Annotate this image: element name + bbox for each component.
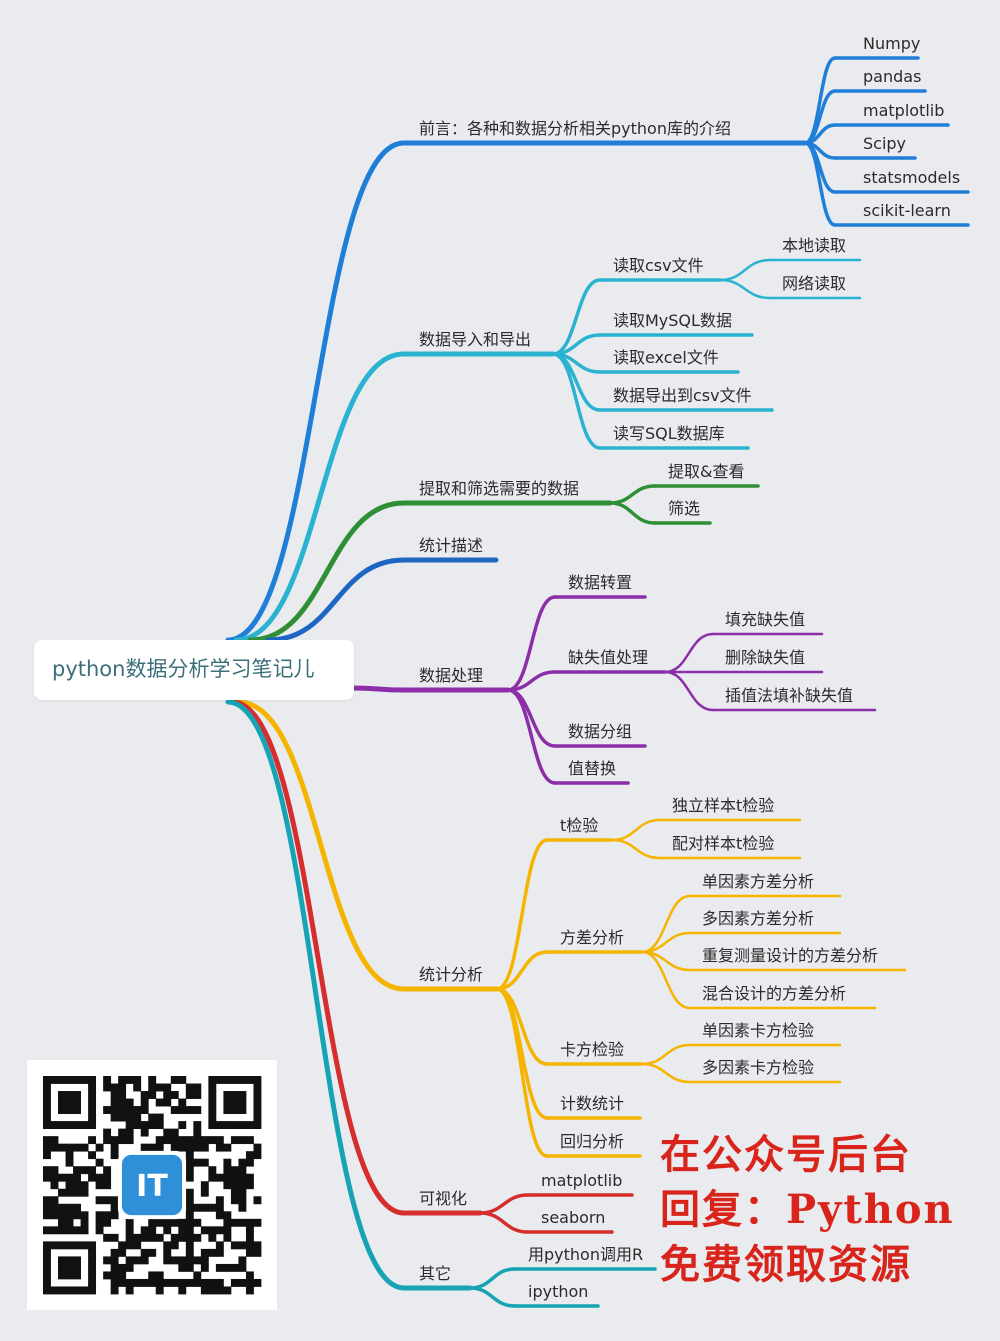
root-node[interactable] xyxy=(34,640,354,700)
promo-line-1: 在公众号后台 xyxy=(660,1131,912,1178)
connector-line xyxy=(640,1043,692,1066)
connector-line xyxy=(265,557,407,643)
node-stats_analysis-1[interactable]: 方差分析 xyxy=(560,928,624,947)
branch-import[interactable]: 数据导入和导出 xyxy=(419,330,531,349)
node-import-1[interactable]: 读取MySQL数据 xyxy=(613,311,732,330)
connector-line xyxy=(233,351,407,643)
root-node-label: python数据分析学习笔记儿 xyxy=(52,657,315,681)
node-viz-1[interactable]: seaborn xyxy=(541,1208,605,1227)
connector-line xyxy=(478,1193,530,1215)
leaf-processing-1-2[interactable]: 插值法填补缺失值 xyxy=(725,686,853,705)
connector-line xyxy=(718,258,772,282)
branch-processing[interactable]: 数据处理 xyxy=(419,666,483,685)
node-intro-1[interactable]: pandas xyxy=(863,67,921,86)
connector-line xyxy=(235,699,407,992)
qr-code: IT xyxy=(27,1060,277,1310)
promo-line-3: 免费领取资源 xyxy=(660,1241,912,1288)
leaf-stats_analysis-1-0[interactable]: 单因素方差分析 xyxy=(702,872,814,891)
node-stats_analysis-4[interactable]: 回归分析 xyxy=(560,1132,624,1151)
node-stats_analysis-0[interactable]: t检验 xyxy=(560,816,598,835)
node-intro-5[interactable]: scikit-learn xyxy=(863,201,951,220)
node-stats_analysis-3[interactable]: 计数统计 xyxy=(560,1094,624,1113)
connector-line xyxy=(551,352,602,450)
connector-line xyxy=(610,818,662,842)
connector-line xyxy=(247,500,407,643)
connector-line xyxy=(495,987,549,1120)
node-import-0[interactable]: 读取csv文件 xyxy=(613,256,704,275)
promo-line-2: 回复：Python xyxy=(660,1186,955,1233)
leaf-stats_analysis-1-3[interactable]: 混合设计的方差分析 xyxy=(702,984,846,1003)
connector-line xyxy=(225,140,407,643)
node-filter-1[interactable]: 筛选 xyxy=(668,499,700,518)
connector-line xyxy=(468,1286,517,1308)
connector-line xyxy=(506,688,557,785)
node-other-0[interactable]: 用python调用R xyxy=(528,1245,643,1264)
connector-line xyxy=(229,699,407,1216)
connector-line xyxy=(608,484,657,505)
node-import-4[interactable]: 读写SQL数据库 xyxy=(613,424,725,443)
connector-line xyxy=(349,685,407,693)
node-intro-3[interactable]: Scipy xyxy=(863,134,906,153)
leaf-stats_analysis-0-0[interactable]: 独立样本t检验 xyxy=(672,796,774,815)
leaf-stats_analysis-2-1[interactable]: 多因素卡方检验 xyxy=(702,1058,814,1077)
qr-badge: IT xyxy=(136,1169,168,1204)
connector-line xyxy=(640,1062,692,1084)
branch-viz[interactable]: 可视化 xyxy=(419,1189,467,1208)
node-processing-3[interactable]: 值替换 xyxy=(568,759,616,778)
leaf-processing-1-0[interactable]: 填充缺失值 xyxy=(725,610,805,629)
connector-line xyxy=(640,950,692,1010)
branch-stats_desc[interactable]: 统计描述 xyxy=(419,536,483,555)
connector-line xyxy=(803,141,837,227)
node-processing-1[interactable]: 缺失值处理 xyxy=(568,648,648,667)
connector-line xyxy=(663,670,715,712)
node-intro-2[interactable]: matplotlib xyxy=(863,101,944,120)
branch-stats_analysis[interactable]: 统计分析 xyxy=(419,965,483,984)
connector-line xyxy=(468,1267,517,1290)
node-import-2[interactable]: 读取excel文件 xyxy=(613,348,719,367)
it-logo-icon xyxy=(121,1154,183,1216)
node-filter-0[interactable]: 提取&查看 xyxy=(668,462,744,481)
connector-line xyxy=(495,987,549,1158)
connector-line xyxy=(506,595,557,692)
branch-filter[interactable]: 提取和筛选需要的数据 xyxy=(419,479,579,498)
connector-line xyxy=(225,699,407,1291)
branch-intro[interactable]: 前言：各种和数据分析相关python库的介绍 xyxy=(419,119,731,138)
node-stats_analysis-2[interactable]: 卡方检验 xyxy=(560,1040,624,1059)
leaf-stats_analysis-1-2[interactable]: 重复测量设计的方差分析 xyxy=(702,946,878,965)
connector-line xyxy=(610,838,662,860)
node-viz-0[interactable]: matplotlib xyxy=(541,1171,622,1190)
connector-line xyxy=(551,278,602,356)
leaf-processing-1-1[interactable]: 删除缺失值 xyxy=(725,648,805,667)
connector-line xyxy=(803,56,837,145)
node-intro-0[interactable]: Numpy xyxy=(863,34,920,53)
connector-line xyxy=(495,950,549,991)
leaf-stats_analysis-1-1[interactable]: 多因素方差分析 xyxy=(702,909,814,928)
qr-code-pattern: IT xyxy=(43,1076,262,1295)
node-intro-4[interactable]: statsmodels xyxy=(863,168,960,187)
connector-line xyxy=(495,838,549,991)
node-other-1[interactable]: ipython xyxy=(528,1282,588,1301)
node-import-3[interactable]: 数据导出到csv文件 xyxy=(613,386,752,405)
connector-line xyxy=(718,278,772,300)
connector-line xyxy=(640,894,692,954)
node-processing-0[interactable]: 数据转置 xyxy=(568,573,632,592)
leaf-stats_analysis-2-0[interactable]: 单因素卡方检验 xyxy=(702,1021,814,1040)
leaf-stats_analysis-0-1[interactable]: 配对样本t检验 xyxy=(672,834,774,853)
connector-line xyxy=(478,1211,530,1234)
leaf-import-0-1[interactable]: 网络读取 xyxy=(782,274,846,293)
connector-line xyxy=(663,632,715,674)
connector-line xyxy=(608,501,657,525)
branch-other[interactable]: 其它 xyxy=(419,1264,451,1283)
node-processing-2[interactable]: 数据分组 xyxy=(568,722,632,741)
leaf-import-0-0[interactable]: 本地读取 xyxy=(782,236,846,255)
